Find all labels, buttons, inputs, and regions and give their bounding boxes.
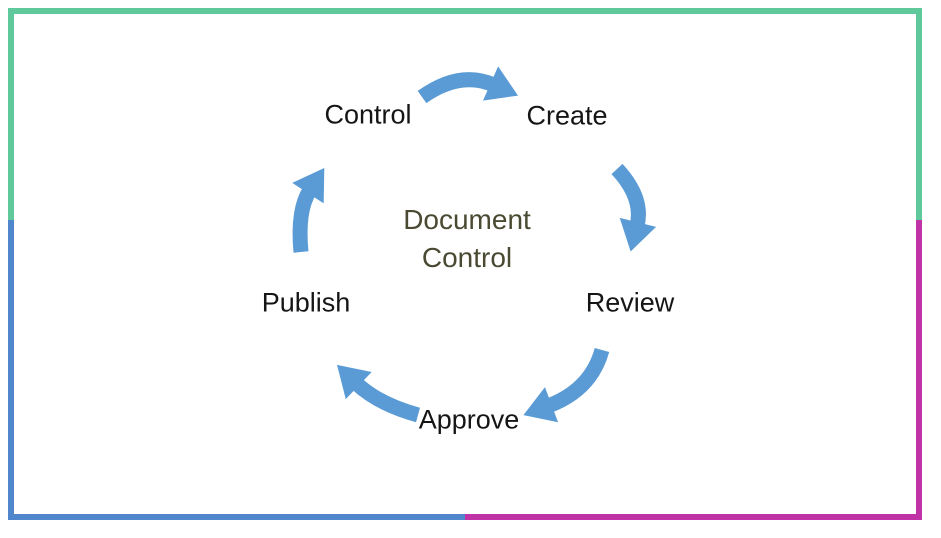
diagram-center-title: Document Control	[403, 201, 531, 277]
curved-arrow-review-to-approve-icon	[523, 347, 610, 423]
curved-arrow-control-to-create-icon	[417, 66, 519, 104]
curved-arrow-publish-to-control-icon	[292, 167, 325, 253]
stage-label-review: Review	[585, 287, 675, 318]
center-title-line1: Document	[403, 204, 531, 235]
curved-arrow-approve-to-publish-icon	[337, 364, 421, 423]
stage-label-control: Control	[324, 99, 412, 130]
stage-label-publish: Publish	[261, 287, 351, 318]
stage-label-create: Create	[526, 100, 608, 131]
center-title-line2: Control	[421, 242, 513, 273]
stage-label-approve: Approve	[418, 404, 520, 435]
curved-arrow-create-to-review-icon	[611, 163, 657, 252]
